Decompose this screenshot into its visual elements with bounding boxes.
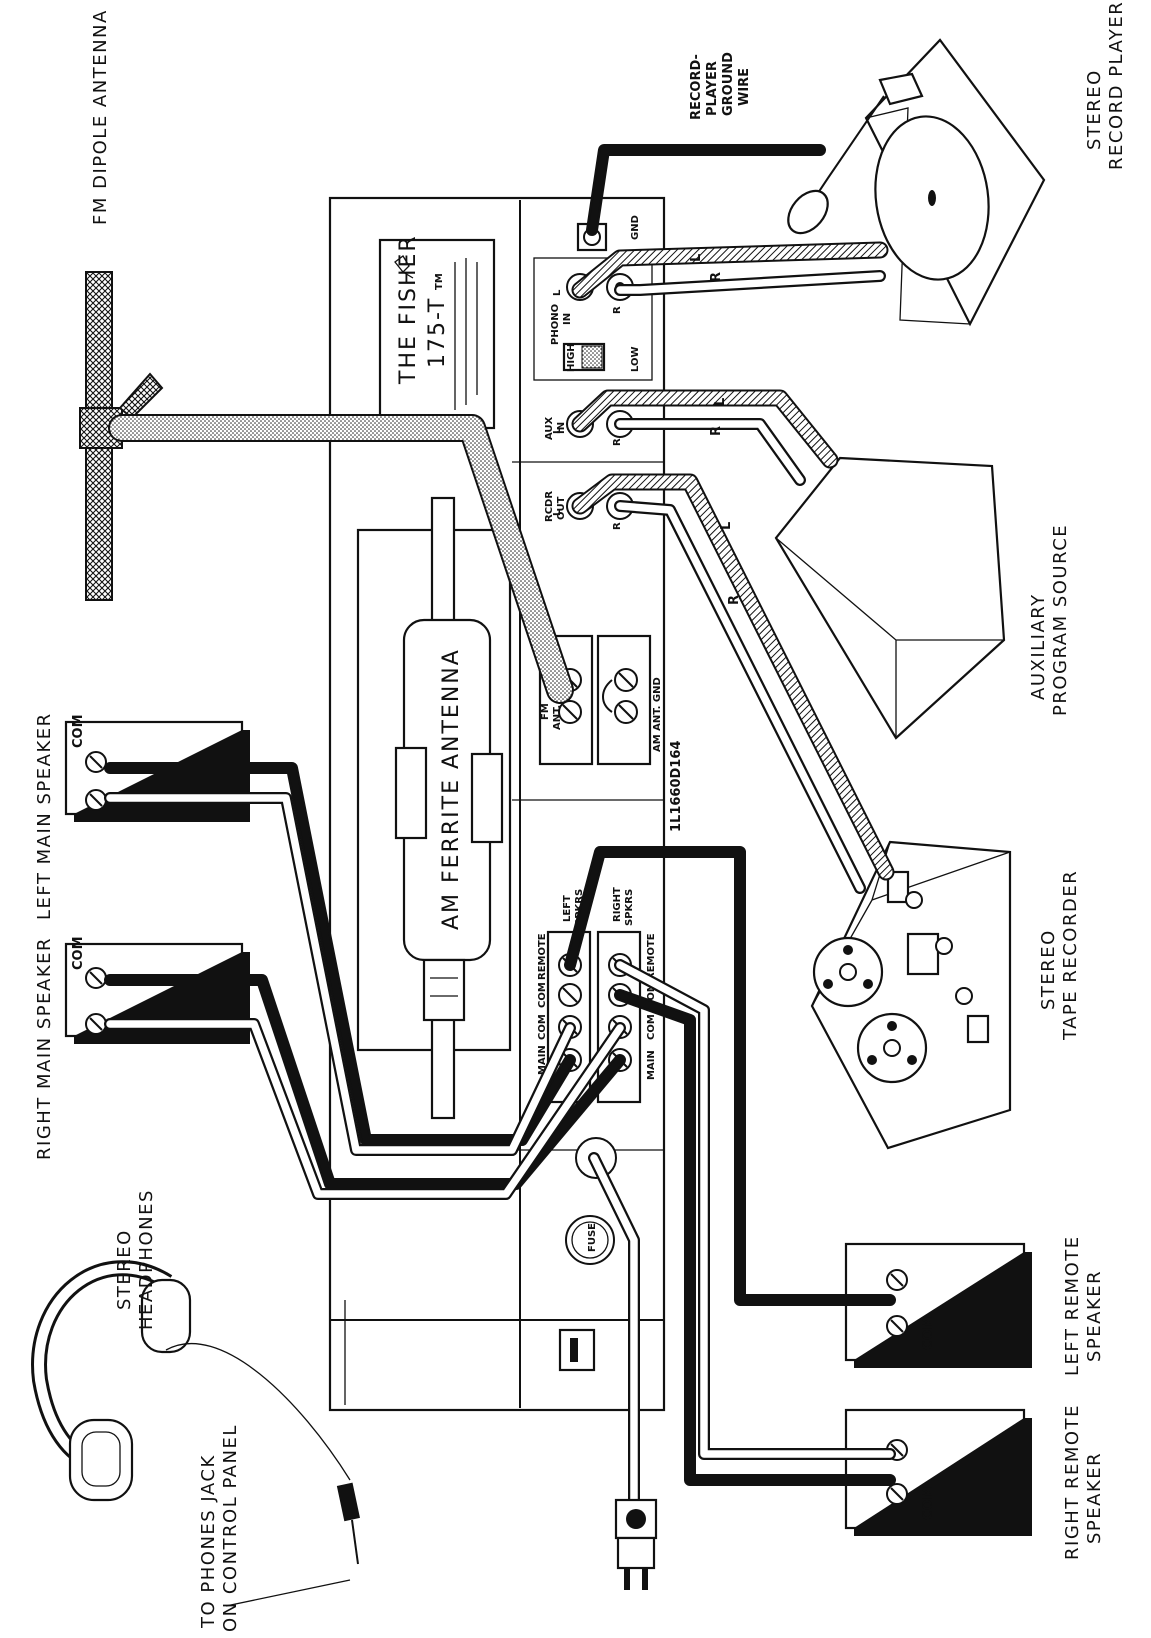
phono-l-mark: L bbox=[689, 254, 704, 262]
stereo-tape-recorder: STEREO TAPE RECORDER bbox=[810, 840, 1081, 1150]
phones-jack-label: TO PHONES JACK bbox=[198, 1454, 219, 1629]
left-remote-speaker-label: LEFT REMOTE bbox=[1062, 1235, 1083, 1376]
aux-in-label: AUX bbox=[544, 416, 555, 440]
right-spkrs-label: RIGHT bbox=[612, 887, 623, 922]
left-main-label: MAIN bbox=[537, 1045, 548, 1075]
left-remote-com-label: COM bbox=[921, 1316, 936, 1350]
main-speaker-wires bbox=[104, 762, 626, 1200]
fm-ant-label: FM bbox=[540, 703, 551, 720]
left-remote-label: REMOTE bbox=[537, 933, 548, 980]
right-remote-speaker-label-2: SPEAKER bbox=[1084, 1452, 1105, 1544]
stereo-tape-recorder-label-2: TAPE RECORDER bbox=[1060, 870, 1081, 1041]
left-com-label-1: COM bbox=[537, 982, 548, 1008]
stereo-record-player-label-2: RECORD PLAYER bbox=[1106, 1, 1127, 170]
fm-dipole-antenna-label: FM DIPOLE ANTENNA bbox=[90, 9, 111, 225]
stereo-headphones-label-2: HEADPHONES bbox=[136, 1189, 157, 1330]
aux-cables: R L bbox=[571, 389, 839, 486]
phono-r-label: R bbox=[612, 306, 623, 314]
rcdr-l-mark: L bbox=[719, 522, 734, 530]
fisher-logo-icon bbox=[394, 255, 414, 279]
aux-l-mark: L bbox=[713, 398, 728, 406]
right-com-label-1: COM bbox=[646, 982, 657, 1008]
aux-in-label-2: IN bbox=[556, 422, 567, 434]
high-label: HIGH bbox=[566, 343, 577, 372]
part-number-label: 1L1660D164 bbox=[669, 741, 684, 832]
phones-jack-label-2: ON CONTROL PANEL bbox=[220, 1424, 241, 1632]
record-player-ground-label-3: GROUND bbox=[721, 52, 736, 116]
record-player-ground-label-2: PLAYER bbox=[705, 61, 720, 116]
phono-cables: R L bbox=[571, 241, 889, 299]
stereo-headphones: STEREO HEADPHONES TO PHONES JACK ON CONT… bbox=[31, 1189, 360, 1632]
right-remote-com-label: COM bbox=[921, 1486, 936, 1520]
right-remote-speaker-label: RIGHT REMOTE bbox=[1062, 1404, 1083, 1560]
rcdr-out-label-2: OUT bbox=[556, 496, 567, 520]
right-com-label-2: COM bbox=[646, 1014, 657, 1040]
phono-l-label: L bbox=[552, 289, 563, 296]
right-spkrs-label-2: SPKRS bbox=[624, 889, 635, 926]
right-remote-label: REMOTE bbox=[646, 933, 657, 980]
auxiliary-program-source-label-2: PROGRAM SOURCE bbox=[1050, 524, 1071, 716]
model-mark: TM bbox=[434, 273, 445, 290]
auxiliary-program-source-label: AUXILIARY bbox=[1028, 593, 1049, 700]
stereo-record-player: STEREO RECORD PLAYER bbox=[787, 1, 1127, 327]
phono-in-label-2: IN bbox=[562, 313, 573, 325]
right-main-speaker: COM RIGHT MAIN SPEAKER bbox=[34, 936, 250, 1160]
right-main-speaker-label: RIGHT MAIN SPEAKER bbox=[34, 937, 55, 1160]
gnd-label: GND bbox=[630, 215, 641, 240]
aux-r-label: R bbox=[612, 438, 623, 446]
rcdr-out-label: RCDR bbox=[544, 491, 555, 522]
record-player-ground-label-4: WIRE bbox=[737, 68, 752, 106]
left-remote-speaker-label-2: SPEAKER bbox=[1084, 1270, 1105, 1362]
receiver-nameplate: THE FISHER 175-T TM bbox=[378, 234, 496, 430]
phono-in-label: PHONO bbox=[550, 304, 561, 345]
stereo-headphones-label: STEREO bbox=[114, 1229, 135, 1310]
aux-r-mark: R bbox=[709, 426, 724, 436]
record-player-ground-wire: RECORD- PLAYER GROUND WIRE bbox=[586, 52, 826, 236]
right-remote-speaker: COM RIGHT REMOTE SPEAKER bbox=[844, 1404, 1105, 1560]
am-ferrite-antenna-label: AM FERRITE ANTENNA bbox=[439, 648, 464, 930]
right-main-com-label: COM bbox=[71, 936, 86, 970]
low-label: LOW bbox=[630, 346, 641, 372]
phono-r-mark: R bbox=[709, 272, 724, 282]
brand-label: THE FISHER bbox=[396, 234, 421, 385]
left-main-com-label: COM bbox=[71, 714, 86, 748]
rcdr-r-mark: R bbox=[727, 595, 742, 605]
model-label: 175-T bbox=[425, 297, 450, 368]
left-remote-speaker: COM LEFT REMOTE SPEAKER bbox=[844, 1235, 1105, 1376]
record-player-ground-label: RECORD- bbox=[689, 54, 704, 120]
auxiliary-program-source: AUXILIARY PROGRAM SOURCE bbox=[774, 456, 1071, 740]
right-main-label: MAIN bbox=[646, 1050, 657, 1080]
rcdr-l-label: L bbox=[552, 509, 563, 516]
am-ferrite-antenna: AM FERRITE ANTENNA bbox=[356, 496, 512, 1120]
left-main-speaker-label: LEFT MAIN SPEAKER bbox=[34, 712, 55, 920]
stereo-tape-recorder-label: STEREO bbox=[1038, 929, 1059, 1010]
left-spkrs-label: LEFT bbox=[562, 895, 573, 922]
power-plug-icon bbox=[614, 1498, 658, 1590]
am-ant-gnd-label: AM ANT. GND bbox=[652, 677, 663, 752]
fuse-label: FUSE bbox=[587, 1223, 598, 1252]
recorder-cables: R L bbox=[571, 473, 895, 894]
power-section: FUSE bbox=[558, 1137, 658, 1590]
rcdr-r-label: R bbox=[612, 522, 623, 530]
remote-speaker-wires bbox=[564, 846, 896, 1486]
left-com-label-2: COM bbox=[537, 1014, 548, 1040]
stereo-record-player-label: STEREO bbox=[1084, 69, 1105, 150]
aux-l-label: L bbox=[552, 427, 563, 434]
fm-ant-label-2: ANT. bbox=[552, 705, 563, 730]
fm-dipole-antenna: FM DIPOLE ANTENNA bbox=[79, 9, 574, 704]
left-main-speaker: COM LEFT MAIN SPEAKER bbox=[34, 712, 250, 920]
